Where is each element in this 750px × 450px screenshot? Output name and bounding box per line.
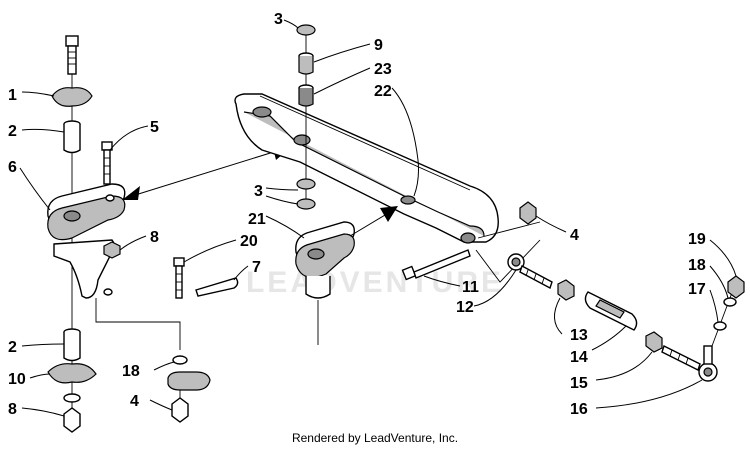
- callout-4-left: 4: [130, 393, 139, 410]
- tie-rod-end-part-16: [661, 345, 718, 382]
- tie-rod-end-part-12: [507, 253, 553, 290]
- callout-12: 12: [456, 299, 474, 316]
- washer-part-18-left: [172, 355, 188, 365]
- washer-part-17: [713, 321, 727, 331]
- callout-5: 5: [150, 119, 159, 136]
- callout-labels: 1 2 5 6 8 2 10 8 20 7 18 4 3 9 23 22 3 2…: [8, 11, 706, 418]
- washer-part-18-right: [723, 297, 737, 307]
- callout-20: 20: [240, 233, 258, 250]
- callout-23: 23: [374, 61, 392, 78]
- spacer-part-23: [298, 84, 314, 107]
- callout-2-bottom: 2: [8, 339, 17, 356]
- callout-18-right: 18: [688, 257, 706, 274]
- callout-16: 16: [570, 401, 588, 418]
- steering-arm-part-21: [295, 221, 355, 345]
- bolt-part-20: [173, 257, 185, 299]
- callout-14: 14: [570, 349, 588, 366]
- callout-1: 1: [8, 87, 17, 104]
- nut-part-8-lower: [63, 407, 81, 433]
- callout-8-upper: 8: [150, 229, 159, 246]
- callout-2-top: 2: [8, 123, 17, 140]
- washer-part-3-lower-b: [296, 198, 316, 210]
- reference-arrow-center: [349, 206, 398, 237]
- nut-part-4-left: [171, 397, 189, 423]
- steering-arm-part-6: [47, 183, 126, 299]
- watermark-text: LEADVENTURE: [246, 266, 504, 299]
- reference-arrow-left: [122, 144, 290, 200]
- nut-part-4-right: [519, 201, 537, 225]
- callout-22: 22: [374, 83, 392, 100]
- callout-7: 7: [252, 259, 261, 276]
- bolt-part-5: [101, 141, 113, 185]
- callout-3-lower: 3: [254, 183, 263, 200]
- jam-nut-part-13: [557, 279, 575, 301]
- callout-15: 15: [570, 375, 588, 392]
- callout-18-left: 18: [122, 363, 140, 380]
- footer-credit: Rendered by LeadVenture, Inc.: [292, 431, 458, 445]
- pad-part-1: [51, 87, 93, 107]
- callout-8-lower: 8: [8, 401, 17, 418]
- callout-21: 21: [248, 211, 266, 228]
- spacer-part-9: [298, 52, 314, 75]
- callout-6: 6: [8, 159, 17, 176]
- nut-part-8-upper: [103, 241, 121, 259]
- cotter-pin-part-7: [195, 277, 239, 297]
- callout-9: 9: [374, 37, 383, 54]
- left-steering-post-assembly: [47, 35, 126, 433]
- washer-part-3-top: [296, 24, 316, 36]
- nut-part-19: [727, 275, 745, 299]
- bolt-part-11: [401, 249, 471, 281]
- adjuster-sleeve-part-14: [584, 291, 638, 331]
- callout-17: 17: [688, 281, 706, 298]
- leader-lines: [19, 19, 737, 417]
- callout-4-right: 4: [570, 227, 579, 244]
- washer-part-10: [63, 393, 81, 403]
- callout-13: 13: [570, 327, 588, 344]
- callout-3-top: 3: [274, 11, 283, 28]
- callout-19: 19: [688, 231, 706, 248]
- washer-part-3-lower-a: [296, 178, 316, 190]
- callout-11: 11: [462, 279, 479, 296]
- callout-10: 10: [8, 371, 26, 388]
- jam-nut-part-15: [645, 331, 663, 353]
- pad-part-10: [47, 363, 97, 384]
- hidden-part-rod: [167, 371, 211, 391]
- bushing-part-2-bottom: [63, 328, 81, 362]
- bushing-part-2-top: [63, 120, 81, 154]
- bolt-part-1: [65, 35, 79, 75]
- tie-bar-part-22: [234, 93, 499, 244]
